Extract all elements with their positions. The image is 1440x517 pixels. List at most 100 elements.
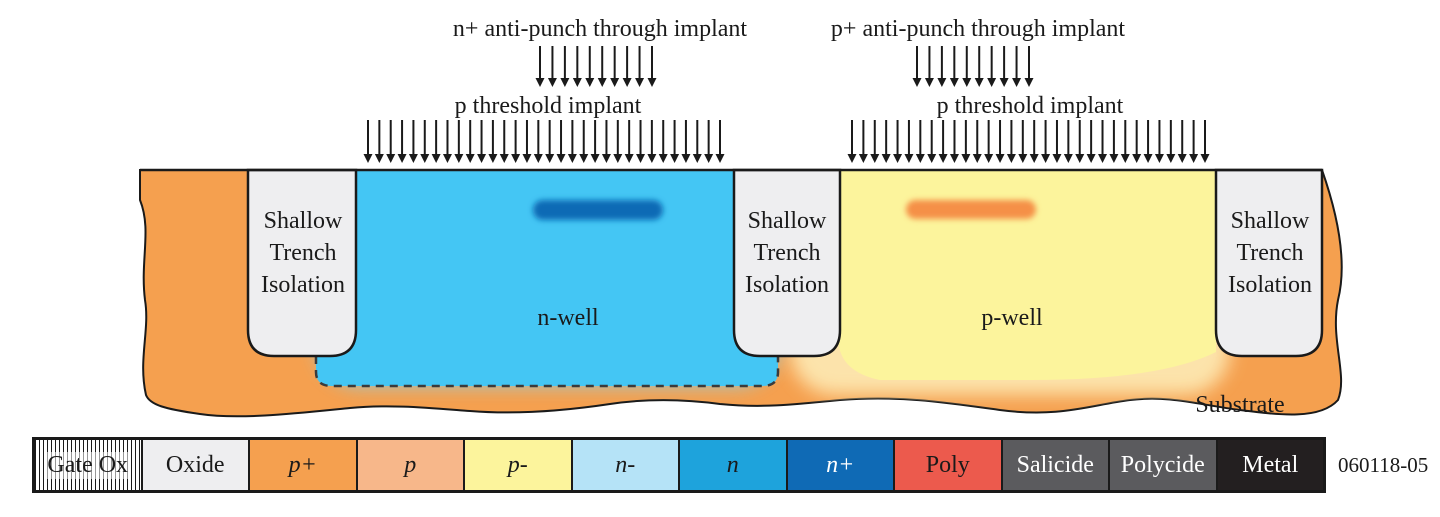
implant-arrow <box>893 120 903 163</box>
implant-arrow <box>522 120 532 163</box>
implant-arrow <box>374 120 384 163</box>
svg-text:Trench: Trench <box>1236 240 1303 266</box>
sti-left <box>246 168 358 358</box>
implant-arrow <box>1086 120 1096 163</box>
legend-label: Oxide <box>165 451 225 478</box>
implant-arrow <box>704 120 714 163</box>
implant-arrow <box>535 46 545 87</box>
implant-arrow <box>572 46 582 87</box>
implant-arrow <box>397 120 407 163</box>
implant-arrow <box>870 120 880 163</box>
implant-arrow <box>961 120 971 163</box>
implant-arrow <box>635 46 645 87</box>
legend-p: p <box>355 440 463 490</box>
implant-arrow <box>465 120 475 163</box>
sti-right <box>1214 168 1324 358</box>
svg-text:Shallow: Shallow <box>264 208 343 234</box>
svg-text:Shallow: Shallow <box>748 208 827 234</box>
legend-metal: Metal <box>1215 440 1323 490</box>
n-well-label: n-well <box>537 305 599 331</box>
legend-oxide: Oxide <box>140 440 248 490</box>
legend-label: p <box>404 451 417 478</box>
implant-arrow <box>590 120 600 163</box>
implant-arrow <box>984 120 994 163</box>
n-well-dashed-boundary <box>314 356 780 388</box>
implant-arrow <box>488 120 498 163</box>
n-plus-apt-implant <box>533 200 663 220</box>
implant-arrow <box>597 46 607 87</box>
implant-arrow <box>647 120 657 163</box>
sti-left-label: Shallow Trench Isolation <box>261 208 345 298</box>
implant-arrow <box>999 46 1009 87</box>
implant-arrow <box>987 46 997 87</box>
implant-arrow <box>1006 120 1016 163</box>
implant-arrow <box>1075 120 1085 163</box>
implant-arrow <box>681 120 691 163</box>
legend-label: p- <box>507 451 528 478</box>
implant-arrow <box>647 46 657 87</box>
implant-arrow <box>1166 120 1176 163</box>
implant-arrow <box>1018 120 1028 163</box>
implant-arrow <box>1098 120 1108 163</box>
implant-arrow <box>1109 120 1119 163</box>
legend-polycide: Polycide <box>1108 440 1216 490</box>
sti-middle <box>732 168 842 358</box>
svg-text:Shallow: Shallow <box>1231 208 1310 234</box>
implant-arrow <box>715 120 725 163</box>
legend-label: Polycide <box>1120 451 1205 478</box>
implant-arrow <box>912 46 922 87</box>
implant-arrow <box>431 120 441 163</box>
implant-arrow <box>924 46 934 87</box>
implant-arrow <box>1154 120 1164 163</box>
implant-arrow <box>858 120 868 163</box>
implant-arrow <box>938 120 948 163</box>
implant-arrow <box>1200 120 1210 163</box>
legend-label: n- <box>615 451 636 478</box>
legend-label: Salicide <box>1016 451 1094 478</box>
implant-arrow <box>995 120 1005 163</box>
implant-arrow <box>1120 120 1130 163</box>
svg-text:Trench: Trench <box>269 240 336 266</box>
p-threshold-implant-arrows-right <box>847 120 1210 163</box>
implant-arrow <box>622 46 632 87</box>
implant-arrow <box>579 120 589 163</box>
substrate-label: Substrate <box>1195 392 1284 418</box>
implant-arrow <box>567 120 577 163</box>
implant-arrow <box>1024 46 1034 87</box>
implant-arrow <box>477 120 487 163</box>
implant-arrow <box>927 120 937 163</box>
p-threshold-implant-label-right: p threshold implant <box>937 93 1124 119</box>
legend-n-plus: n+ <box>785 440 893 490</box>
legend-label: Gate Ox <box>47 451 129 479</box>
svg-text:Isolation: Isolation <box>745 272 829 298</box>
implant-arrow <box>1029 120 1039 163</box>
implant-arrow <box>670 120 680 163</box>
implant-arrow <box>613 120 623 163</box>
legend-label: Poly <box>925 451 970 478</box>
implant-arrow <box>454 120 464 163</box>
implant-arrow <box>636 120 646 163</box>
implant-arrow <box>847 120 857 163</box>
implant-arrow <box>915 120 925 163</box>
implant-arrow <box>1041 120 1051 163</box>
legend-n: n <box>678 440 786 490</box>
svg-text:Trench: Trench <box>753 240 820 266</box>
implant-arrow <box>1189 120 1199 163</box>
implant-arrow <box>386 120 396 163</box>
implant-arrow <box>937 46 947 87</box>
implant-arrow <box>974 46 984 87</box>
legend-label: n+ <box>826 451 855 478</box>
implant-arrow <box>692 120 702 163</box>
implant-arrow <box>420 120 430 163</box>
implant-arrow <box>442 120 452 163</box>
implant-arrow <box>1063 120 1073 163</box>
p-well-region <box>838 170 1216 380</box>
legend-n-minus: n- <box>570 440 678 490</box>
implant-arrow <box>499 120 509 163</box>
svg-text:Isolation: Isolation <box>1228 272 1312 298</box>
legend-p-minus: p- <box>463 440 571 490</box>
n-apt-implant-label: n+ anti-punch through implant <box>453 16 747 42</box>
implant-arrow <box>408 120 418 163</box>
